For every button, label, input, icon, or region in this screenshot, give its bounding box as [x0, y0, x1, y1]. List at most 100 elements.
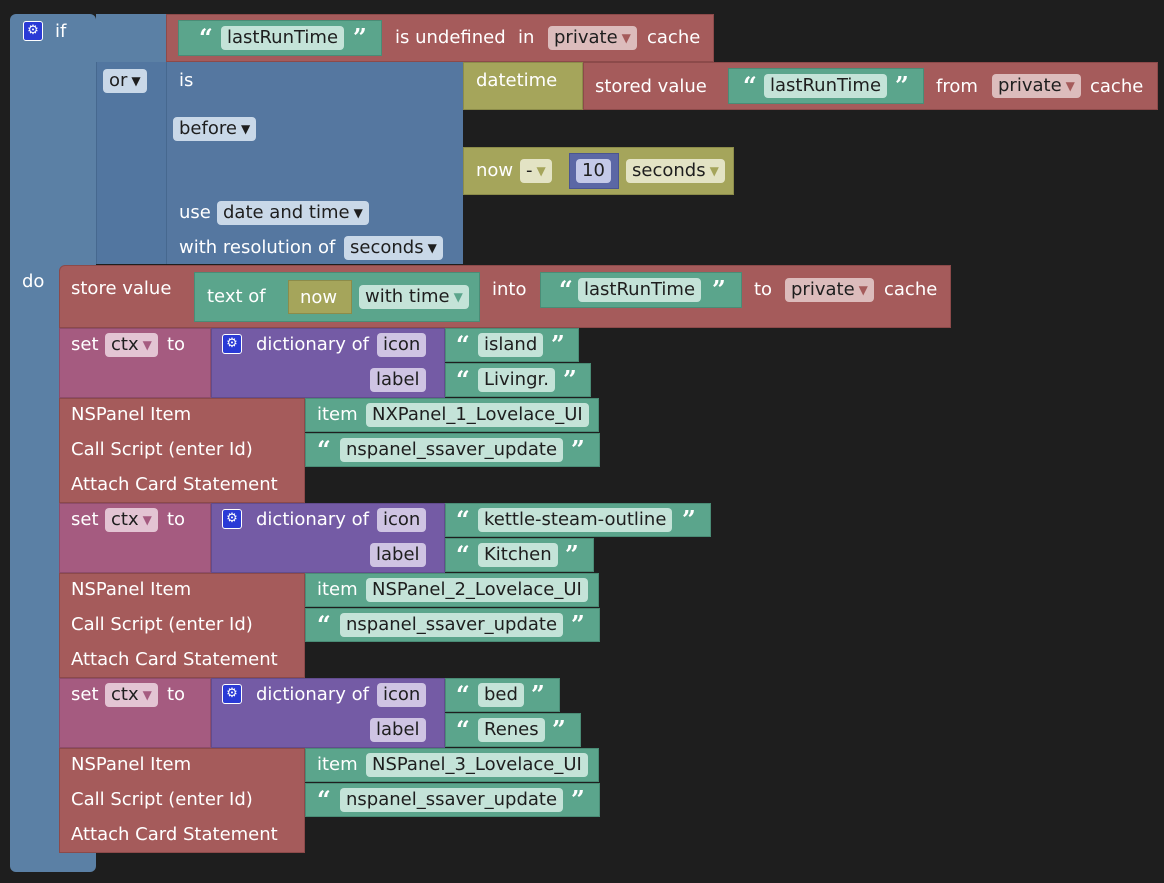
to-label: to [167, 684, 186, 705]
nspanel-label: NSPanel Item [71, 579, 192, 600]
cache-dropdown[interactable]: private▼ [548, 26, 637, 50]
quote-icon: ” [565, 540, 579, 569]
datetime-block[interactable] [463, 62, 583, 110]
text-of-label: text of [207, 286, 266, 307]
quote-icon: “ [456, 330, 470, 359]
quote-icon: “ [456, 365, 470, 394]
item-label: item [317, 579, 358, 600]
dropdown-arrow-icon: ▼ [709, 164, 719, 178]
text-value[interactable]: lastRunTime [221, 26, 345, 50]
dropdown-arrow-icon: ▼ [142, 338, 152, 352]
call-script-label: Call Script (enter Id) [71, 439, 253, 460]
quote-icon: ” [895, 71, 909, 100]
dropdown-arrow-icon: ▼ [142, 688, 152, 702]
dictionary-label: dictionary of [256, 509, 369, 530]
gear-icon[interactable]: ⚙ [222, 334, 242, 354]
gear-icon[interactable]: ⚙ [222, 684, 242, 704]
now-label: now [300, 287, 338, 308]
item-label: item [317, 404, 358, 425]
gear-icon[interactable]: ⚙ [23, 21, 43, 41]
attach-card-label: Attach Card Statement [71, 474, 278, 495]
format-dropdown[interactable]: with time▼ [359, 285, 469, 309]
set-label: set [71, 509, 99, 530]
undefined-label: is undefined [395, 27, 506, 48]
dropdown-arrow-icon: ▼ [427, 241, 437, 255]
quote-icon: ” [571, 785, 585, 814]
in-label: in [518, 27, 535, 48]
quote-icon: “ [199, 23, 213, 52]
nspanel-item-block[interactable] [59, 398, 305, 503]
cache-dropdown[interactable]: private▼ [785, 278, 874, 302]
dropdown-arrow-icon: ▼ [240, 122, 251, 136]
quote-icon: “ [559, 275, 573, 304]
text-value[interactable]: Kitchen [478, 543, 558, 567]
now-label: now [476, 160, 514, 181]
before-dropdown[interactable]: before▼ [173, 117, 257, 141]
quote-icon: ” [552, 715, 566, 744]
text-value[interactable]: bed [478, 683, 524, 707]
dict-key[interactable]: label [370, 543, 426, 567]
or-dropdown[interactable]: or▼ [103, 69, 147, 93]
item-value[interactable]: NSPanel_3_Lovelace_UI [366, 753, 588, 777]
text-value[interactable]: nspanel_ssaver_update [340, 613, 564, 637]
item-value[interactable]: NSPanel_2_Lovelace_UI [366, 578, 588, 602]
item-value[interactable]: NXPanel_1_Lovelace_UI [366, 403, 589, 427]
if-label: if [55, 21, 67, 42]
operator-dropdown[interactable]: -▼ [520, 159, 552, 183]
dropdown-arrow-icon: ▼ [1065, 79, 1075, 93]
cache-label: cache [647, 27, 701, 48]
variable-dropdown[interactable]: ctx▼ [105, 683, 158, 707]
comparison-block[interactable] [166, 62, 463, 264]
quote-icon: ” [551, 330, 565, 359]
text-value[interactable]: kettle-steam-outline [478, 508, 673, 532]
text-value[interactable]: Renes [478, 718, 545, 742]
variable-dropdown[interactable]: ctx▼ [105, 508, 158, 532]
nspanel-label: NSPanel Item [71, 754, 192, 775]
quote-icon: “ [317, 785, 331, 814]
item-label: item [317, 754, 358, 775]
text-value[interactable]: Livingr. [478, 368, 555, 392]
dict-key[interactable]: icon [377, 683, 427, 707]
quote-icon: “ [456, 715, 470, 744]
quote-icon: “ [456, 680, 470, 709]
text-value[interactable]: island [478, 333, 544, 357]
nspanel-item-block[interactable] [59, 748, 305, 853]
cache-label: cache [884, 279, 938, 300]
to-label: to [754, 279, 773, 300]
dict-key[interactable]: icon [377, 508, 427, 532]
variable-dropdown[interactable]: ctx▼ [105, 333, 158, 357]
number-value[interactable]: 10 [576, 159, 611, 183]
use-dropdown[interactable]: date and time▼ [217, 201, 369, 225]
quote-icon: ” [571, 435, 585, 464]
quote-icon: ” [682, 505, 696, 534]
from-label: from [936, 76, 978, 97]
quote-icon: ” [563, 365, 577, 394]
quote-icon: ” [531, 680, 545, 709]
to-label: to [167, 509, 186, 530]
call-script-label: Call Script (enter Id) [71, 614, 253, 635]
text-value[interactable]: lastRunTime [764, 74, 888, 98]
dictionary-label: dictionary of [256, 334, 369, 355]
cache-dropdown[interactable]: private▼ [992, 74, 1081, 98]
now-block[interactable] [288, 280, 352, 314]
text-value[interactable]: nspanel_ssaver_update [340, 788, 564, 812]
store-value-label: store value [71, 278, 172, 299]
gear-icon[interactable]: ⚙ [222, 509, 242, 529]
nspanel-label: NSPanel Item [71, 404, 192, 425]
dropdown-arrow-icon: ▼ [353, 206, 363, 220]
into-label: into [492, 279, 527, 300]
use-label: use [179, 202, 211, 223]
to-label: to [167, 334, 186, 355]
text-value[interactable]: nspanel_ssaver_update [340, 438, 564, 462]
set-label: set [71, 334, 99, 355]
set-label: set [71, 684, 99, 705]
nspanel-item-block[interactable] [59, 573, 305, 678]
unit-dropdown[interactable]: seconds▼ [626, 159, 725, 183]
dict-key[interactable]: icon [377, 333, 427, 357]
call-script-label: Call Script (enter Id) [71, 789, 253, 810]
text-value[interactable]: lastRunTime [578, 278, 702, 302]
dropdown-arrow-icon: ▼ [858, 283, 868, 297]
resolution-dropdown[interactable]: seconds▼ [344, 236, 443, 260]
dict-key[interactable]: label [370, 368, 426, 392]
dict-key[interactable]: label [370, 718, 426, 742]
